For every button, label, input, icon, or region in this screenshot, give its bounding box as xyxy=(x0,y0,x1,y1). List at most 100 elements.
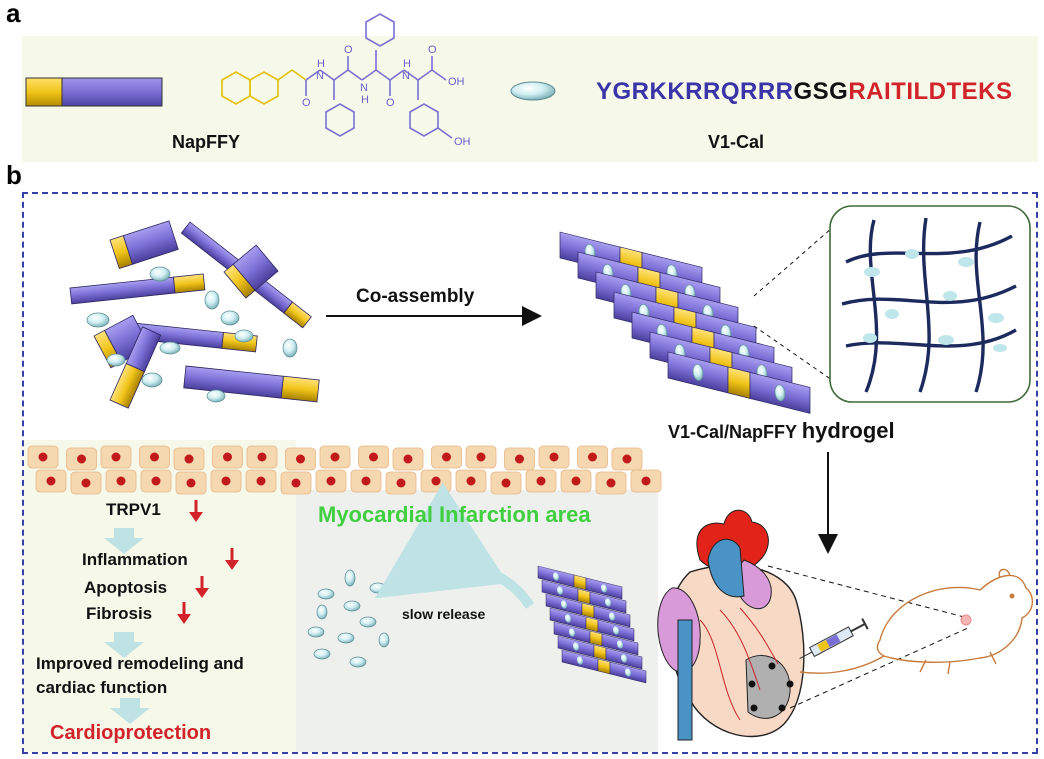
cardiomyocyte-cell xyxy=(139,445,170,469)
cardiomyocyte-cell xyxy=(595,471,627,495)
cardiomyocyte-cell xyxy=(173,447,205,471)
cardiomyocyte-cell xyxy=(490,471,522,495)
heart-icon xyxy=(657,509,805,741)
cardiomyocyte-cell xyxy=(385,471,417,495)
cardiomyocyte-layer-icon xyxy=(27,445,662,495)
rat-icon xyxy=(799,568,1033,675)
cardiomyocyte-cell xyxy=(27,445,59,469)
zoom-line-top xyxy=(753,227,833,297)
chem-oh1: OH xyxy=(448,76,465,88)
chem-labels: N H O O N H O N H O OH OH xyxy=(0,0,1044,190)
chem-n3: N xyxy=(402,70,410,82)
panel-a-letter: a xyxy=(6,0,21,28)
chem-n1: N xyxy=(316,70,324,82)
effect-trpv1: TRPV1 xyxy=(106,500,161,519)
small-stack-ribbon xyxy=(549,607,635,642)
small-stack-ribbon xyxy=(557,635,643,670)
cardiomyocyte-cell xyxy=(140,469,172,493)
coassembly-label: Co-assembly xyxy=(356,286,475,307)
panel-b-frame xyxy=(22,192,1038,754)
panel-b-letter: b xyxy=(6,160,22,190)
sequence-segment-3: RAITILDTEKS xyxy=(848,78,1013,105)
panel-a-graphics xyxy=(25,13,556,139)
scattered-ribbons-icon xyxy=(69,220,320,409)
small-stack-ribbon xyxy=(545,593,631,628)
chem-o4: O xyxy=(428,44,437,56)
cardiomyocyte-cell xyxy=(431,445,462,469)
cardiomyocyte-cell xyxy=(504,447,535,471)
cardiomyocyte-cell xyxy=(212,445,243,469)
chem-o3: O xyxy=(386,97,395,109)
heart-rat-line-top xyxy=(767,565,969,619)
v1cal-label: V1-Cal xyxy=(708,132,765,152)
cascade-arrows-icon xyxy=(104,528,150,724)
small-stack-ribbon xyxy=(553,621,639,656)
effect-improved-line1: Improved remodeling and xyxy=(36,654,244,673)
cardiomyocyte-cell xyxy=(70,471,102,495)
hydrogel-label-word: hydrogel xyxy=(801,418,895,443)
cardiomyocyte-cell xyxy=(525,469,557,493)
effect-inflammation: Inflammation xyxy=(82,550,188,569)
v1cal-capsule-icon xyxy=(510,81,556,101)
cardiomyocyte-cell xyxy=(420,469,452,493)
effect-improved-line2: cardiac function xyxy=(36,678,168,697)
cardiomyocyte-cell xyxy=(577,445,608,469)
chem-h1: H xyxy=(317,58,325,70)
cardiomyocyte-cell xyxy=(246,445,278,469)
cardiomyocyte-cell xyxy=(358,445,389,469)
heart-rat-line-bottom xyxy=(789,627,969,709)
chem-oh2: OH xyxy=(454,136,471,148)
cardiomyocyte-cell xyxy=(560,469,592,493)
scattered-disks-icon xyxy=(86,266,298,403)
napffy-bar-icon xyxy=(25,77,163,107)
small-stack-ribbon xyxy=(541,579,627,614)
slow-release-arrow xyxy=(374,482,535,609)
effect-cardioprotection: Cardioprotection xyxy=(50,722,212,744)
cardiomyocyte-cell xyxy=(319,445,351,469)
slow-release-label: slow release xyxy=(402,606,486,622)
hydrogel-label: V1-Cal/NapFFY hydrogel xyxy=(668,418,895,444)
cardiomyocyte-cell xyxy=(105,469,137,493)
chem-n2: N xyxy=(360,82,368,94)
rat-heart-site-icon xyxy=(960,614,972,626)
cardiomyocyte-cell xyxy=(100,445,132,469)
cardiomyocyte-cell xyxy=(630,469,662,493)
cardiomyocyte-cell xyxy=(35,469,67,493)
cardiomyocyte-cell xyxy=(285,447,316,471)
hydrogel-stack-small-icon xyxy=(537,565,647,684)
chem-h2: H xyxy=(361,94,369,106)
chem-o2: O xyxy=(344,44,353,56)
napffy-label: NapFFY xyxy=(172,132,241,152)
small-stack-ribbon xyxy=(561,649,647,684)
chem-h3: H xyxy=(403,58,411,70)
chem-o1: O xyxy=(302,97,311,109)
small-stack-ribbon xyxy=(537,565,623,600)
cardiomyocyte-cell xyxy=(455,469,487,493)
released-capsules-icon xyxy=(307,569,390,668)
cardiomyocyte-cell xyxy=(538,445,570,469)
cardiomyocyte-cell xyxy=(280,471,312,495)
cardiomyocyte-cell xyxy=(315,469,347,493)
effect-fibrosis: Fibrosis xyxy=(86,604,153,623)
cardiomyocyte-cell xyxy=(392,447,424,471)
v1cal-sequence: YGRKKRRQRRRGSGRAITILDTEKS xyxy=(596,78,1013,106)
cardiomyocyte-cell xyxy=(611,447,643,471)
cardiomyocyte-cell xyxy=(350,469,382,493)
sequence-segment-2: GSG xyxy=(793,78,849,105)
hydrogel-network-icon xyxy=(829,205,1031,403)
syringe-icon xyxy=(799,618,869,660)
mi-area-label: Myocardial Infarction area xyxy=(318,502,591,527)
cardiomyocyte-cell xyxy=(210,469,242,493)
sequence-segment-1: YGRKKRRQRRR xyxy=(596,78,794,105)
cardiomyocyte-cell xyxy=(175,471,207,495)
assembled-stack-icon xyxy=(559,231,811,414)
effect-apoptosis: Apoptosis xyxy=(84,578,168,597)
stack-ribbon xyxy=(667,351,811,414)
cardiomyocyte-cell xyxy=(465,445,497,469)
cardiomyocyte-cell xyxy=(245,469,277,493)
hydrogel-label-name: V1-Cal/NapFFY xyxy=(668,422,802,442)
decrease-arrows-icon xyxy=(177,500,239,624)
cardiomyocyte-cell xyxy=(66,447,97,471)
napffy-structure-icon xyxy=(221,13,453,139)
